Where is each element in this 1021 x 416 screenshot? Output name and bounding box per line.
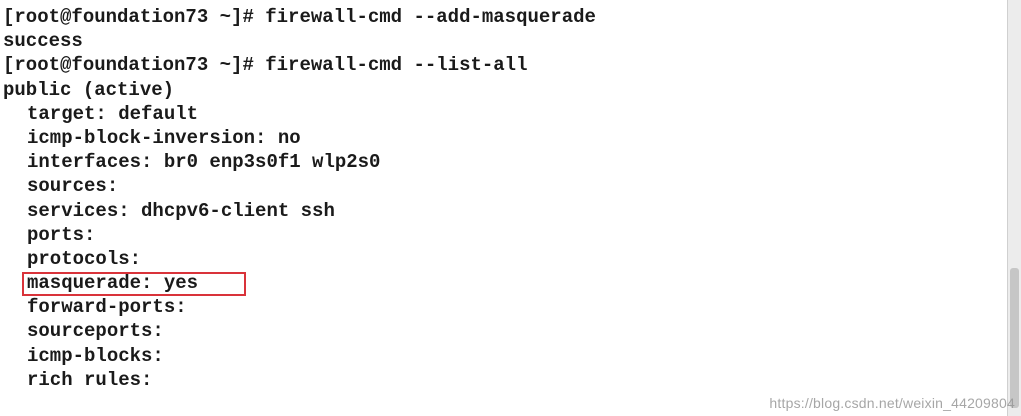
terminal-output-line: rich rules: (27, 368, 153, 391)
terminal-output-line: sourceports: (27, 320, 164, 343)
highlight-annotation-box (22, 272, 246, 296)
terminal-output-line-masquerade: masquerade: yes (27, 272, 199, 295)
terminal-command-line: [root@foundation73 ~]# firewall-cmd --ad… (3, 6, 596, 28)
vertical-scrollbar[interactable] (1007, 0, 1021, 416)
terminal-output-line: services: dhcpv6-client ssh (27, 199, 335, 222)
terminal-output-line: forward-ports: (27, 296, 187, 319)
terminal-output-line: target: default (27, 102, 199, 125)
watermark-text: https://blog.csdn.net/weixin_44209804 (769, 395, 1015, 411)
terminal-command-line: [root@foundation73 ~]# firewall-cmd --li… (3, 54, 528, 77)
terminal-output-line: icmp-blocks: (27, 344, 164, 367)
terminal-output-line: ports: (27, 223, 96, 246)
terminal-output-line: sources: (27, 175, 119, 198)
terminal-output-line: interfaces: br0 enp3s0f1 wlp2s0 (27, 151, 381, 174)
terminal-output-line: protocols: (27, 247, 142, 270)
scrollbar-thumb[interactable] (1010, 268, 1019, 408)
terminal-output-line: success (3, 30, 83, 53)
terminal-output-line: icmp-block-inversion: no (27, 126, 301, 149)
terminal-output-line: public (active) (3, 78, 175, 101)
terminal-output: [root@foundation73 ~]# firewall-cmd --ad… (3, 5, 596, 392)
